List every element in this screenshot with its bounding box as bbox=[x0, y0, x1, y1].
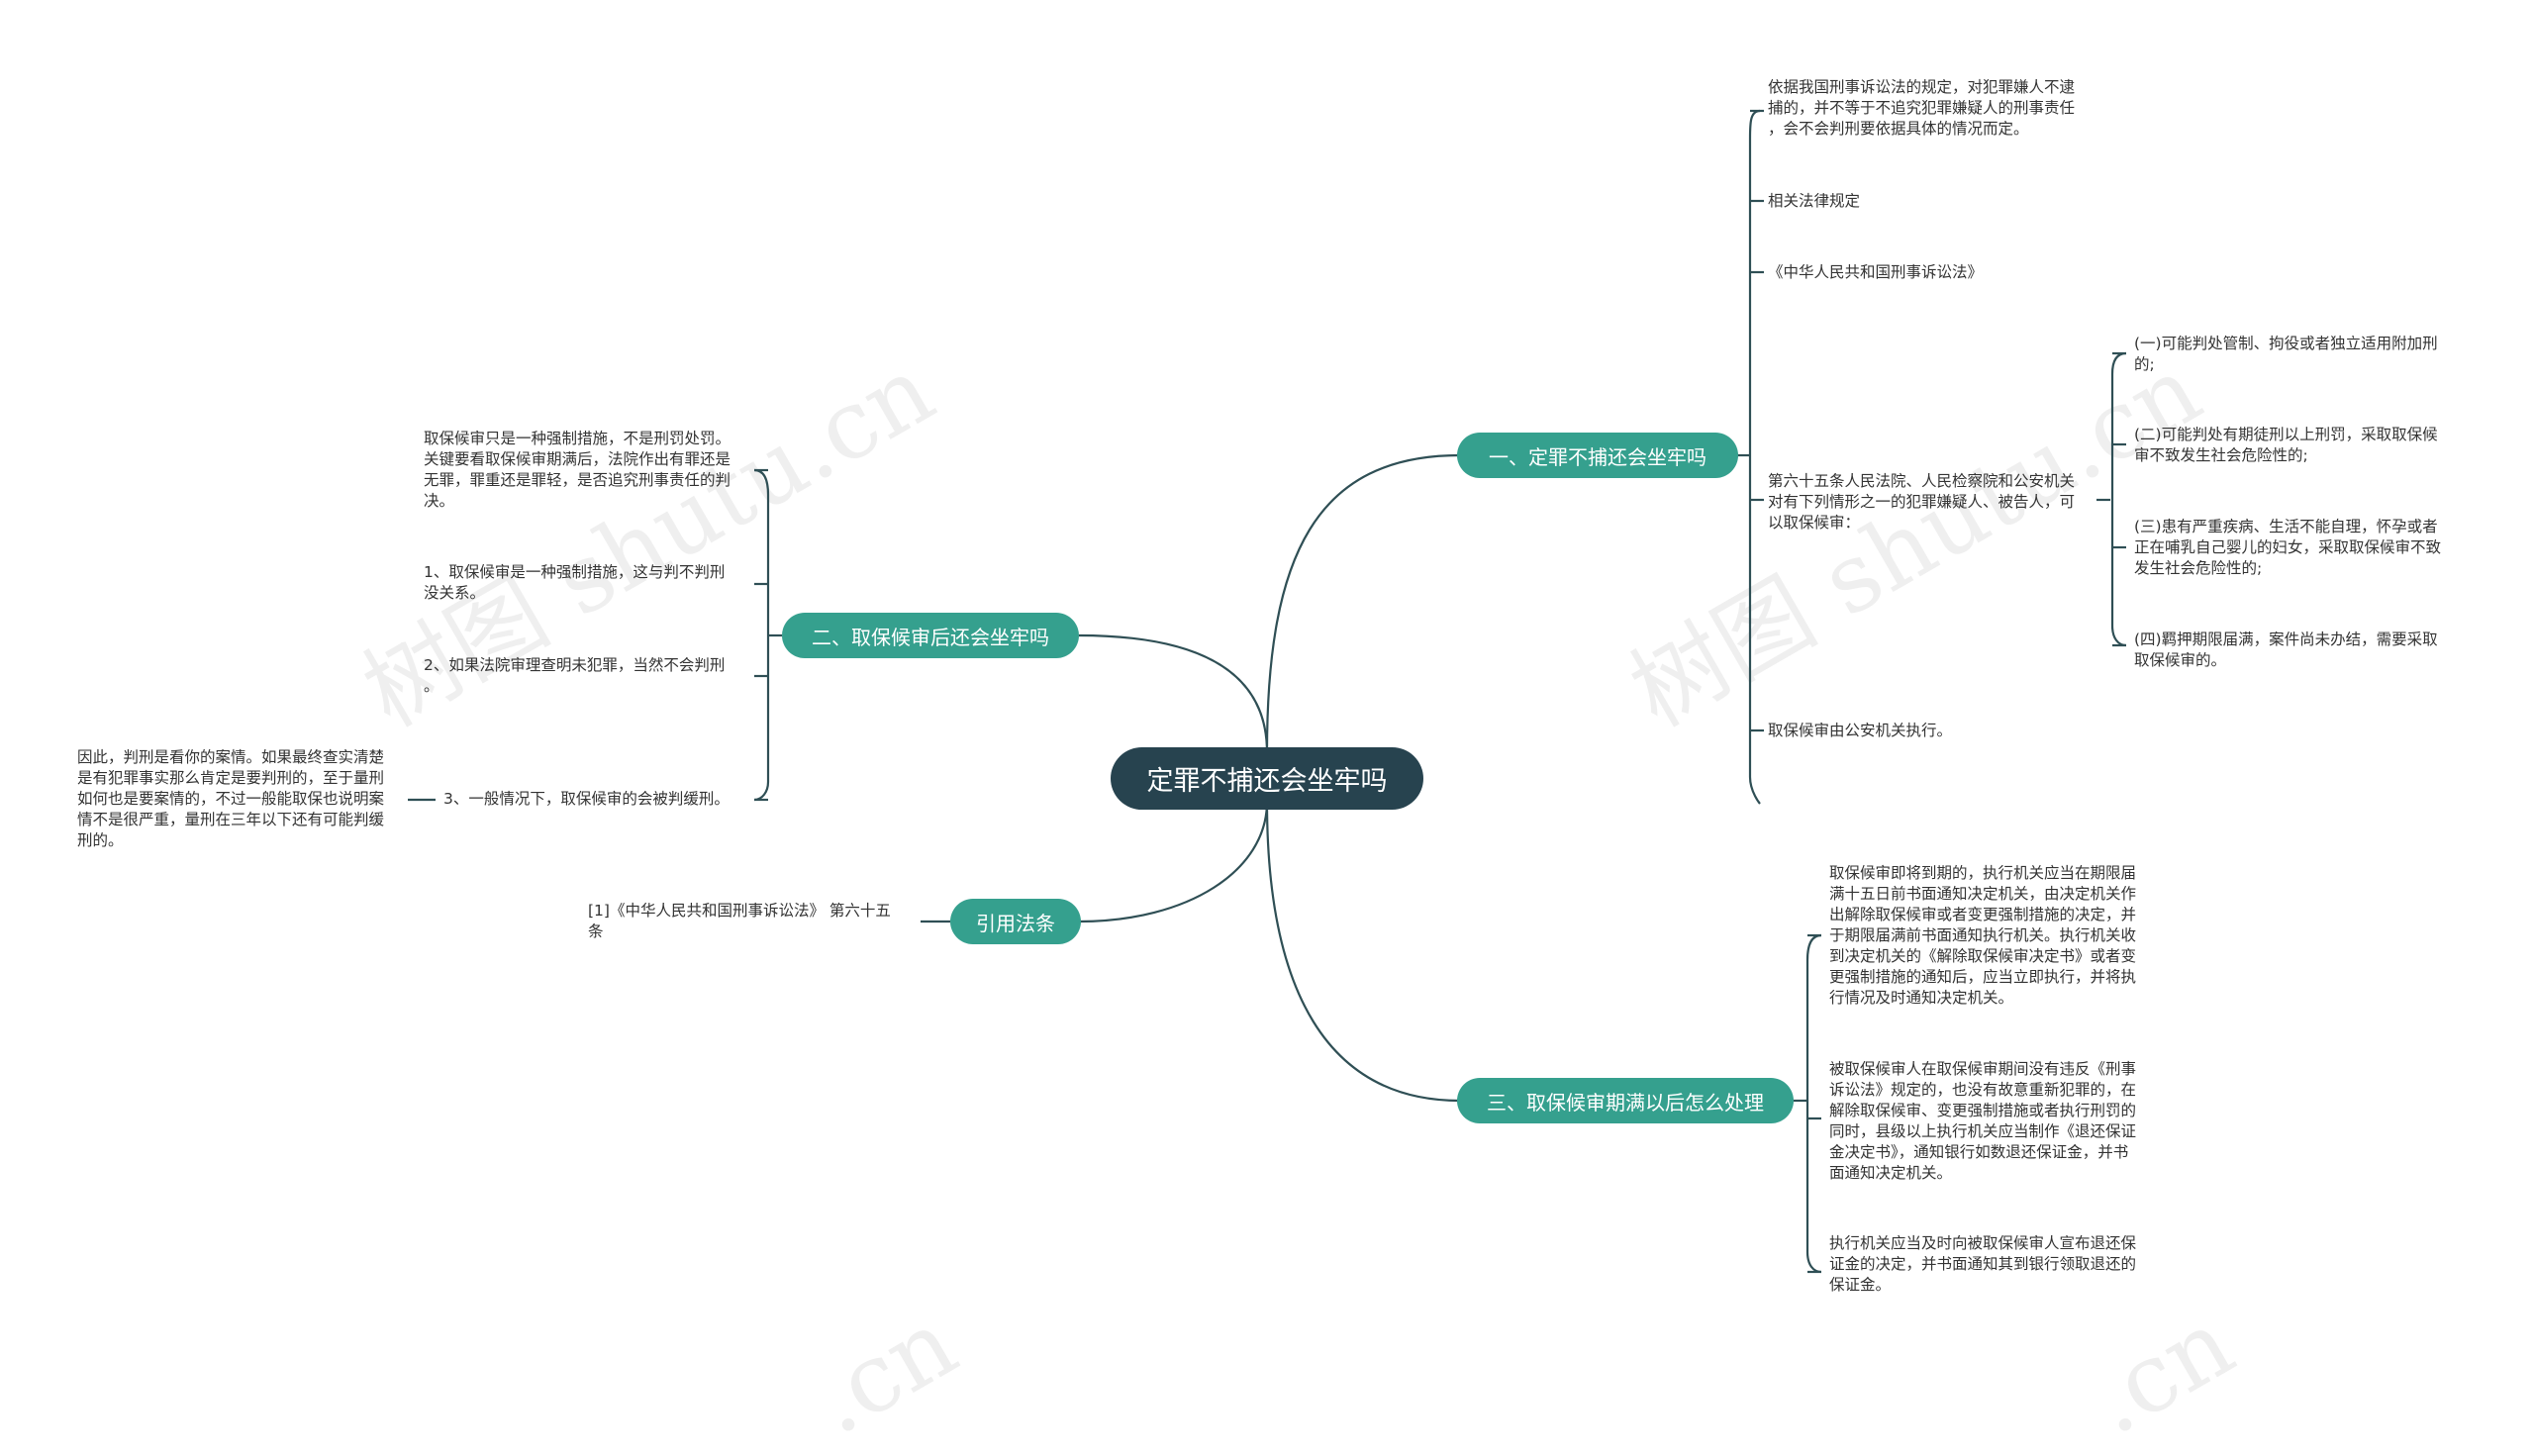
b3-leaf-deposit-refund: 被取保候审人在取保候审期间没有违反《刑事 诉讼法》规定的，也没有故意重新犯罪的，… bbox=[1829, 1060, 2137, 1182]
b2-leaf-point-3-detail: 因此，判刑是看你的案情。如果最终查实清楚 是有犯罪事实那么肯定是要判刑的，至于量… bbox=[77, 748, 385, 849]
b1-leaf-related-law: 相关法律规定 bbox=[1768, 192, 1861, 210]
connector-lines bbox=[408, 109, 2127, 1274]
b2-leaf-summary: 取保候审只是一种强制措施，不是刑罚处罚。 关键要看取保候审期满后，法院作出有罪还… bbox=[424, 430, 731, 510]
b2-leaf-point-3: 3、一般情况下，取保候审的会被判缓刑。 bbox=[443, 790, 730, 808]
article-65-item-4: (四)羁押期限届满，案件尚未办结，需要采取 取保候审的。 bbox=[2134, 631, 2438, 669]
link-root-b1 bbox=[1265, 453, 1461, 753]
article-65-item-1: (一)可能判处管制、拘役或者独立适用附加刑 的; bbox=[2134, 335, 2438, 373]
bracket-b2 bbox=[753, 468, 770, 802]
article-65-item-3: (三)患有严重疾病、生活不能自理，怀孕或者 正在哺乳自己婴儿的妇女，采取取保候审… bbox=[2134, 518, 2442, 577]
article-65-item-2: (二)可能判处有期徒刑以上刑罚，采取取保候 审不致发生社会危险性的; bbox=[2134, 426, 2438, 464]
bracket-l4-sub bbox=[2110, 351, 2127, 647]
mind-map-canvas: 树图 shutu.cn 树图 shutu.cn .cn .cn bbox=[77, 78, 2442, 1456]
branch-node-2[interactable]: 二、取保候审后还会坐牢吗 bbox=[782, 613, 1079, 658]
link-root-b4 bbox=[1078, 801, 1269, 923]
b1-leaf-article-65: 第六十五条人民法院、人民检察院和公安机关 对有下列情形之一的犯罪嫌疑人、被告人，… bbox=[1768, 472, 2076, 532]
b1-leaf-executor: 取保候审由公安机关执行。 bbox=[1768, 722, 1953, 739]
link-root-b3 bbox=[1265, 801, 1461, 1103]
branch-node-3[interactable]: 三、取保候审期满以后怎么处理 bbox=[1457, 1078, 1794, 1123]
root-node[interactable]: 定罪不捕还会坐牢吗 bbox=[1111, 747, 1423, 810]
b3-leaf-announce-refund: 执行机关应当及时向被取保候审人宣布退还保 证金的决定，并书面通知其到银行领取退还… bbox=[1829, 1234, 2137, 1294]
b3-leaf-expiry-notice: 取保候审即将到期的，执行机关应当在期限届 满十五日前书面通知决定机关，由决定机关… bbox=[1829, 864, 2137, 1007]
link-root-b2 bbox=[1078, 633, 1269, 753]
bracket-b3 bbox=[1805, 933, 1822, 1274]
b2-leaf-point-2: 2、如果法院审理查明未犯罪，当然不会判刑 。 bbox=[424, 656, 726, 695]
b4-leaf-citation: [1]《中华人民共和国刑事诉讼法》 第六十五 条 bbox=[588, 902, 891, 940]
b1-leaf-law-name: 《中华人民共和国刑事诉讼法》 bbox=[1768, 263, 1984, 281]
branch-node-4[interactable]: 引用法条 bbox=[950, 899, 1081, 944]
b1-leaf-explanation: 依据我国刑事诉讼法的规定，对犯罪嫌人不逮 捕的，并不等于不追究犯罪嫌疑人的刑事责… bbox=[1768, 78, 2076, 138]
bracket-b1 bbox=[1748, 109, 1761, 805]
b2-leaf-point-1: 1、取保候审是一种强制措施，这与判不判刑 没关系。 bbox=[424, 563, 726, 602]
branch-node-1[interactable]: 一、定罪不捕还会坐牢吗 bbox=[1457, 433, 1738, 478]
